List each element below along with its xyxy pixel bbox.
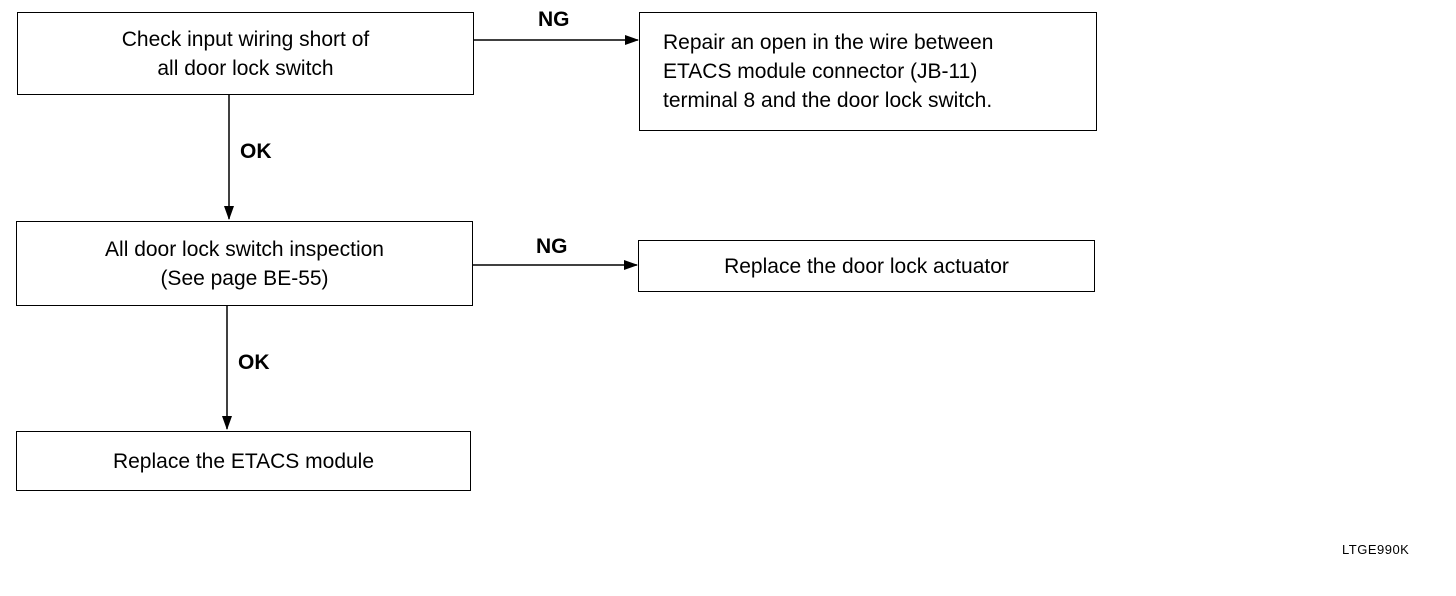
figure-code: LTGE990K	[1342, 542, 1410, 557]
step-repair-open-wire: Repair an open in the wire between ETACS…	[639, 12, 1097, 131]
step-repair-open-wire-line-2: ETACS module connector (JB-11)	[663, 60, 978, 83]
edge-label-ng-2: NG	[536, 235, 568, 258]
step-replace-etacs-module: Replace the ETACS module	[16, 431, 471, 491]
step-check-input-wiring-line-2: all door lock switch	[157, 56, 334, 80]
edge-label-ok-2: OK	[238, 351, 270, 374]
step-replace-etacs-module-line-1: Replace the ETACS module	[112, 449, 375, 473]
step-door-lock-switch-inspection-line-2: (See page BE-55)	[160, 266, 329, 290]
step-repair-open-wire-line-1: Repair an open in the wire between	[663, 31, 994, 54]
step-door-lock-switch-inspection-line-1: All door lock switch inspection	[105, 237, 384, 261]
step-door-lock-switch-inspection: All door lock switch inspection (See pag…	[16, 221, 473, 306]
step-replace-door-lock-actuator: Replace the door lock actuator	[638, 240, 1095, 292]
edge-label-ng-1: NG	[538, 8, 570, 31]
step-replace-door-lock-actuator-line-1: Replace the door lock actuator	[724, 254, 1009, 278]
edge-label-ok-1: OK	[240, 140, 272, 163]
step-check-input-wiring-line-1: Check input wiring short of	[121, 27, 370, 51]
step-check-input-wiring: Check input wiring short of all door loc…	[17, 12, 474, 95]
step-repair-open-wire-line-3: terminal 8 and the door lock switch.	[663, 89, 993, 112]
